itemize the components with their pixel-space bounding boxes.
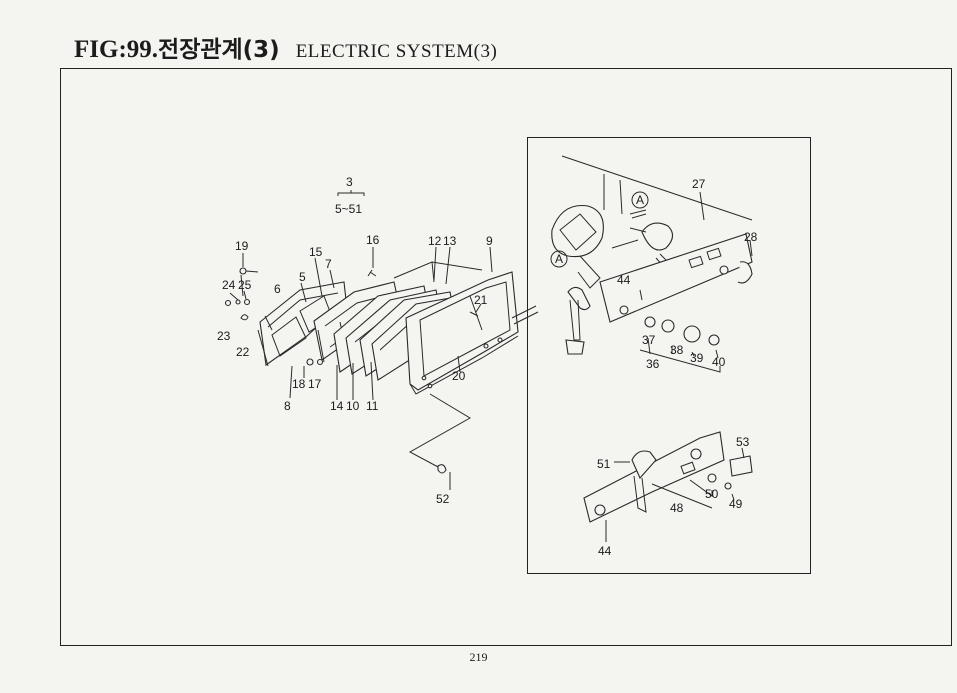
callout-50: 50 xyxy=(705,487,719,501)
callout-10: 10 xyxy=(346,399,360,413)
callout-9: 9 xyxy=(486,234,493,248)
figure-title-korean: 전장관계(3) xyxy=(158,37,280,63)
callout-49: 49 xyxy=(729,497,743,511)
callout-6: 6 xyxy=(274,282,281,296)
callout-14: 14 xyxy=(330,399,344,413)
lever-switch xyxy=(565,286,591,355)
callout-21: 21 xyxy=(474,293,488,307)
knob-parts xyxy=(644,316,720,346)
callout-40: 40 xyxy=(712,355,726,369)
callout-27: 27 xyxy=(692,177,706,191)
marker-a-top: A xyxy=(636,193,644,207)
callout-12: 12 xyxy=(428,234,442,248)
marker-a-left: A xyxy=(555,252,563,266)
switch-assembly xyxy=(551,204,679,289)
callout-44-lower: 44 xyxy=(598,544,612,558)
callout-36: 36 xyxy=(646,357,660,371)
detail-inset-frame xyxy=(527,137,811,574)
callout-assembly-range: 5~51 xyxy=(335,202,362,216)
callout-7: 7 xyxy=(325,257,332,271)
callout-48: 48 xyxy=(670,501,684,515)
callout-11: 11 xyxy=(366,399,379,413)
callout-20: 20 xyxy=(452,369,466,383)
callout-24: 24 xyxy=(222,278,236,292)
figure-number: FIG:99. xyxy=(74,36,159,63)
callout-8: 8 xyxy=(284,399,291,413)
callout-37: 37 xyxy=(642,333,656,347)
callout-5: 5 xyxy=(299,270,306,284)
callout-15: 15 xyxy=(309,245,323,259)
meter-front-bezel xyxy=(405,271,519,395)
callout-25: 25 xyxy=(238,278,252,292)
callout-22: 22 xyxy=(236,345,250,359)
callout-44-upper: 44 xyxy=(617,273,631,287)
diagram-frame xyxy=(60,68,952,646)
callout-16: 16 xyxy=(366,233,380,247)
callout-19: 19 xyxy=(235,239,249,253)
callout-38: 38 xyxy=(670,343,684,357)
callout-53: 53 xyxy=(736,435,750,449)
callout-28: 28 xyxy=(744,230,758,244)
figure-title: FIG:99.전장관계(3) ELECTRIC SYSTEM(3) xyxy=(74,30,497,64)
callout-23: 23 xyxy=(217,329,231,343)
page-number: 219 xyxy=(469,650,488,664)
switch-mounting-plate xyxy=(599,233,753,323)
callout-17: 17 xyxy=(308,377,322,391)
callout-51: 51 xyxy=(597,457,611,471)
callout-3: 3 xyxy=(346,175,353,189)
callout-39: 39 xyxy=(690,351,704,365)
figure-title-english: ELECTRIC SYSTEM(3) xyxy=(295,41,498,62)
callout-18: 18 xyxy=(292,377,306,391)
callout-52: 52 xyxy=(436,492,450,506)
lower-switch-plate xyxy=(583,431,753,523)
bulb-socket-parts xyxy=(224,267,259,321)
callout-13: 13 xyxy=(443,234,457,248)
